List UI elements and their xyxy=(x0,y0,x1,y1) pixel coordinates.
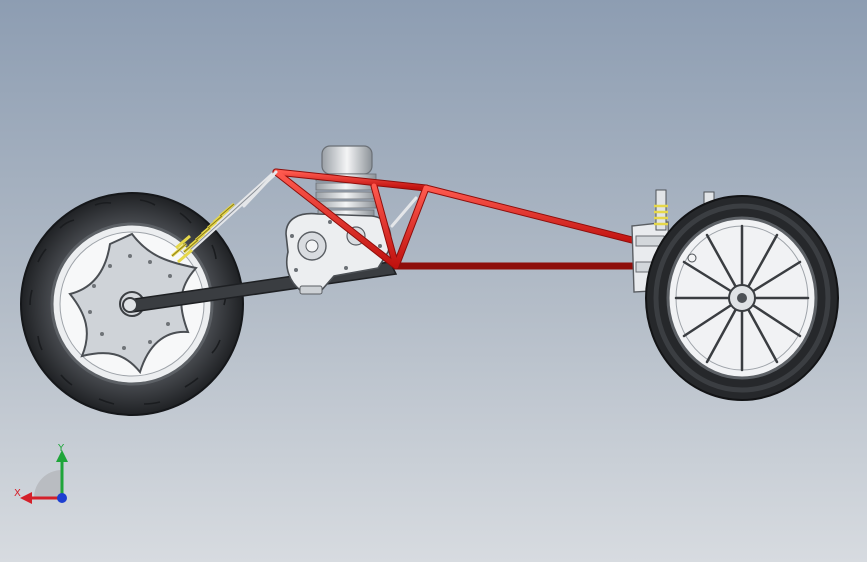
triad-x-label: X xyxy=(14,488,21,499)
engine xyxy=(285,145,392,295)
triad-y-label: Y xyxy=(57,443,65,454)
front-suspension xyxy=(171,169,279,264)
red-frame xyxy=(242,168,644,270)
engine-cylinder-head xyxy=(321,145,373,175)
coordinate-triad: Y X xyxy=(14,443,68,504)
triad-z-axis xyxy=(57,493,67,503)
front-tire-tread xyxy=(29,199,227,405)
triad-plane xyxy=(34,470,62,498)
rear-wheel xyxy=(645,195,839,401)
